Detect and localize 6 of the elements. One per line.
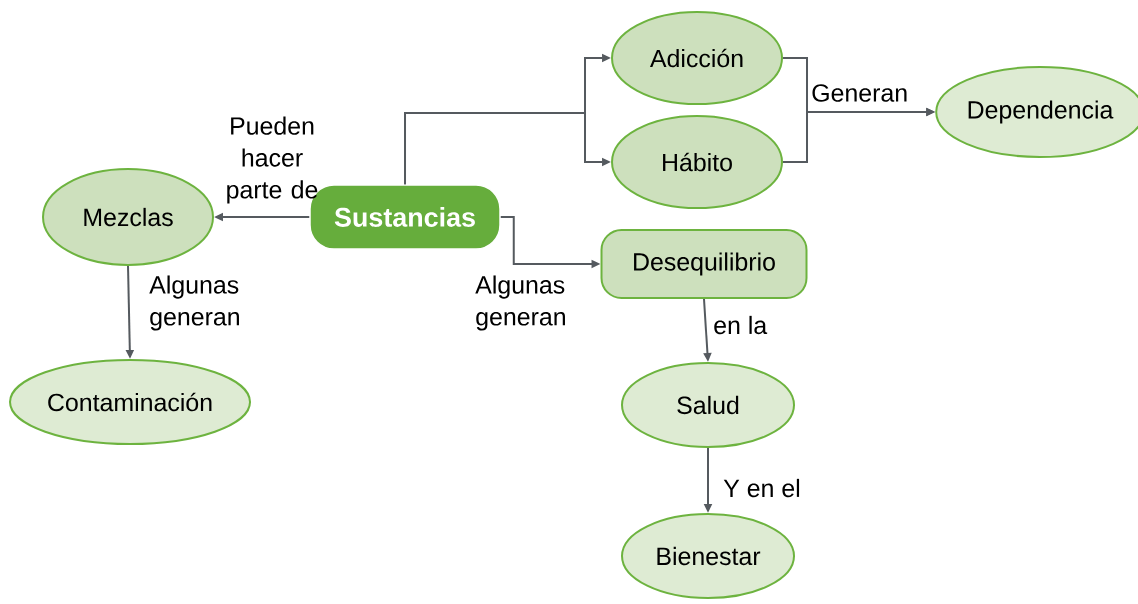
concept-box: Desequilibrio (600, 229, 808, 299)
edge-label: Generan (812, 84, 907, 102)
edge-label: Algunas generan (475, 275, 565, 331)
edge-label: Y en el (723, 478, 800, 498)
edge-label: Algunas generan (149, 275, 239, 331)
edge-label: en la (714, 315, 768, 335)
